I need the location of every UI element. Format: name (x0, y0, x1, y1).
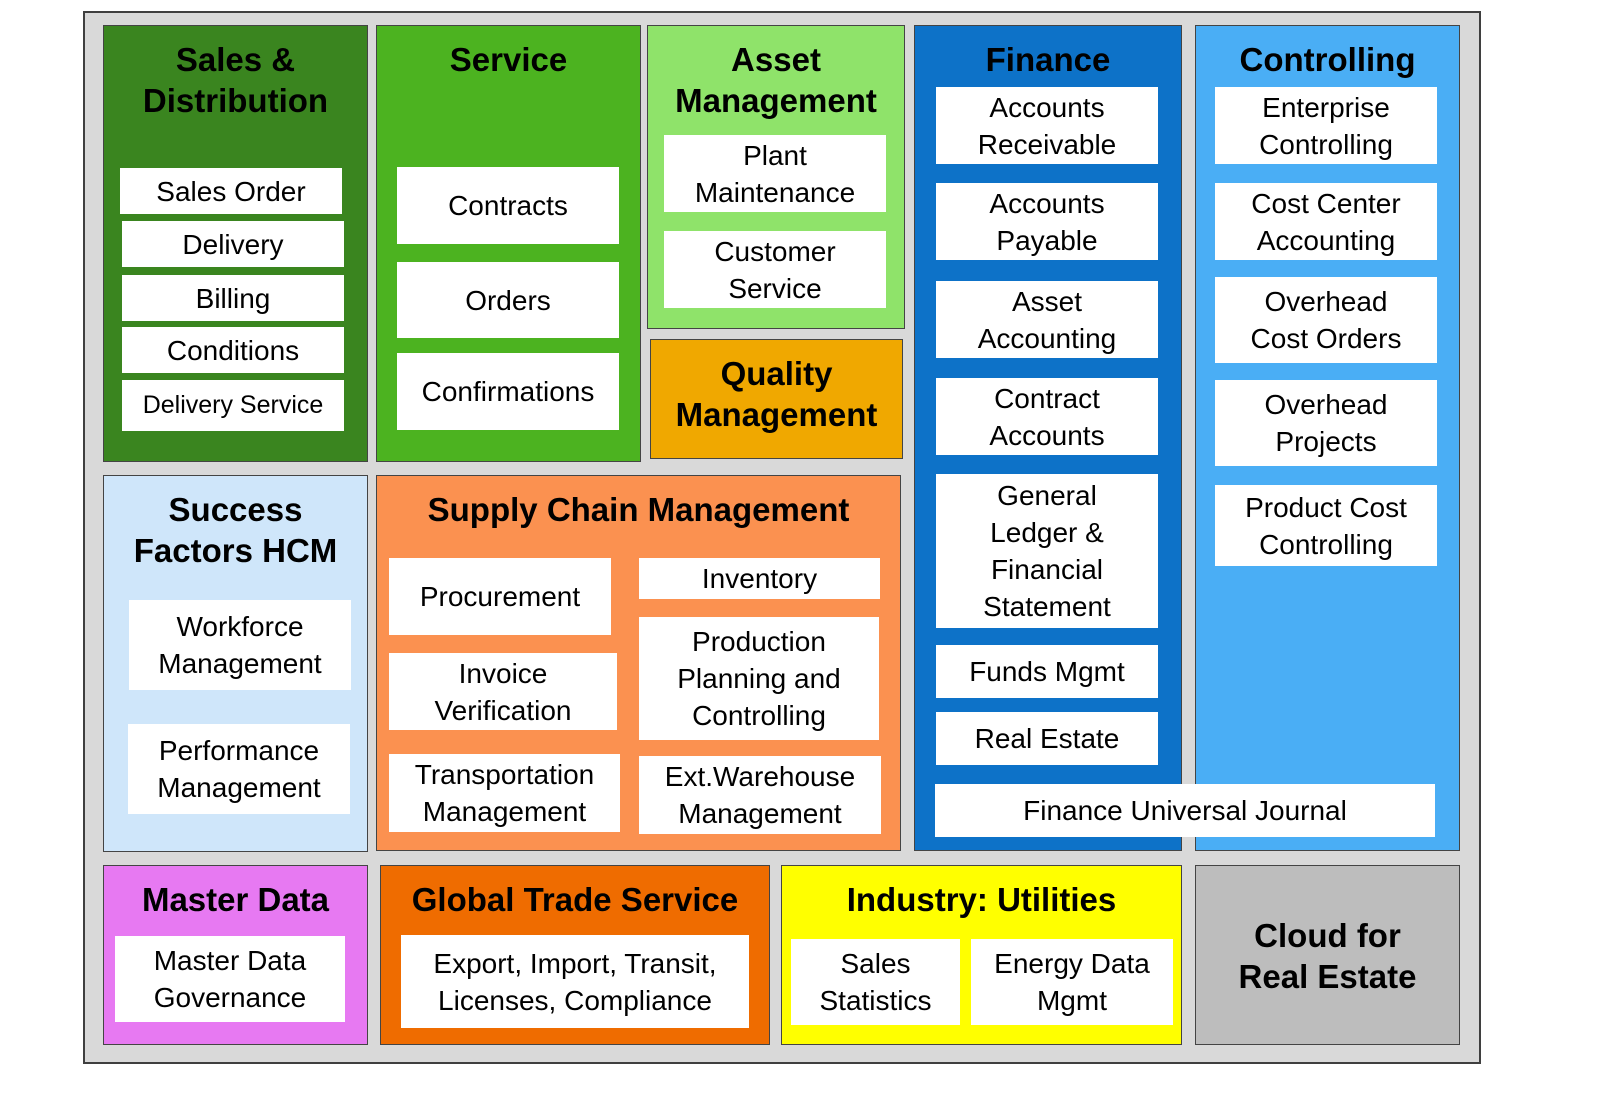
workforce-management-box[interactable]: Workforce Management (129, 600, 351, 690)
confirmations-box[interactable]: Confirmations (397, 353, 619, 430)
sales-statistics-box[interactable]: Sales Statistics (791, 939, 960, 1025)
module-title: Sales & Distribution (142, 41, 329, 119)
enterprise-controlling-box[interactable]: Enterprise Controlling (1215, 87, 1437, 164)
inventory-box[interactable]: Inventory (639, 558, 880, 599)
module-title: Service (449, 41, 568, 78)
real-estate-box[interactable]: Real Estate (936, 712, 1158, 765)
invoice-verification-box[interactable]: Invoice Verification (389, 653, 617, 730)
module-title: Master Data (141, 881, 330, 918)
ext-warehouse-management-box[interactable]: Ext.Warehouse Management (639, 756, 881, 834)
module-title: Quality Management (675, 355, 878, 433)
accounts-receivable-box[interactable]: Accounts Receivable (936, 87, 1158, 164)
plant-maintenance-box[interactable]: Plant Maintenance (664, 135, 886, 212)
product-cost-controlling-box[interactable]: Product Cost Controlling (1215, 485, 1437, 566)
delivery-service-box[interactable]: Delivery Service (122, 380, 344, 431)
accounts-payable-box[interactable]: Accounts Payable (936, 183, 1158, 260)
energy-data-mgmt-box[interactable]: Energy Data Mgmt (971, 939, 1173, 1025)
module-title: Industry: Utilities (846, 881, 1117, 918)
funds-mgmt-box[interactable]: Funds Mgmt (936, 645, 1158, 698)
general-ledger-box[interactable]: General Ledger & Financial Statement (936, 474, 1158, 628)
performance-management-box[interactable]: Performance Management (128, 724, 350, 814)
orders-box[interactable]: Orders (397, 262, 619, 338)
module-title: Global Trade Service (411, 881, 739, 918)
module-title: Controlling (1239, 41, 1416, 78)
delivery-box[interactable]: Delivery (122, 221, 344, 267)
module-title: Success Factors HCM (133, 491, 338, 569)
procurement-box[interactable]: Procurement (389, 558, 611, 635)
module-quality-management[interactable]: Quality Management (650, 339, 903, 459)
module-cloud-for-real-estate[interactable]: Cloud for Real Estate (1195, 865, 1460, 1045)
master-data-governance-box[interactable]: Master Data Governance (115, 936, 345, 1022)
production-planning-box[interactable]: Production Planning and Controlling (639, 617, 879, 740)
finance-universal-journal-box[interactable]: Finance Universal Journal (935, 784, 1435, 837)
contracts-box[interactable]: Contracts (397, 167, 619, 244)
cost-center-accounting-box[interactable]: Cost Center Accounting (1215, 183, 1437, 260)
module-title: Cloud for Real Estate (1238, 917, 1417, 995)
sales-order-box[interactable]: Sales Order (120, 168, 342, 214)
module-title: Asset Management (675, 41, 877, 119)
module-title: Supply Chain Management (427, 491, 850, 528)
asset-accounting-box[interactable]: Asset Accounting (936, 281, 1158, 358)
export-import-box[interactable]: Export, Import, Transit, Licenses, Compl… (401, 935, 749, 1028)
overhead-projects-box[interactable]: Overhead Projects (1215, 380, 1437, 466)
module-title: Finance (985, 41, 1111, 78)
contract-accounts-box[interactable]: Contract Accounts (936, 378, 1158, 455)
customer-service-box[interactable]: Customer Service (664, 231, 886, 308)
billing-box[interactable]: Billing (122, 275, 344, 321)
overhead-cost-orders-box[interactable]: Overhead Cost Orders (1215, 277, 1437, 363)
conditions-box[interactable]: Conditions (122, 327, 344, 373)
transportation-management-box[interactable]: Transportation Management (389, 754, 620, 832)
